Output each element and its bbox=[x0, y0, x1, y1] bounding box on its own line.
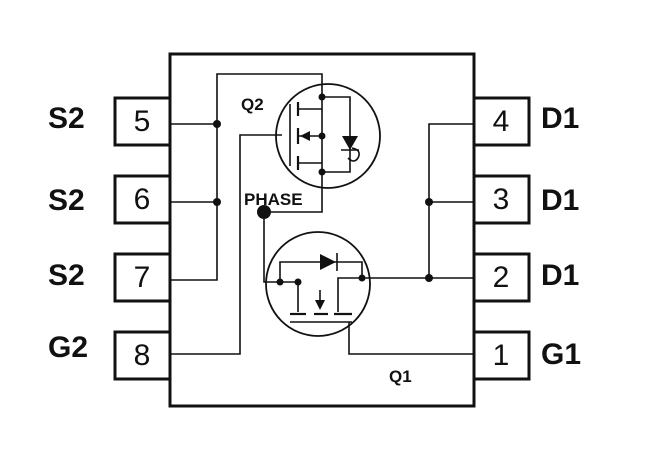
pin-number-8: 8 bbox=[134, 339, 151, 372]
pin-number-7: 7 bbox=[134, 261, 151, 294]
pin-box-4 bbox=[472, 96, 531, 147]
junction-dot bbox=[213, 120, 221, 128]
phase-label: PHASE bbox=[244, 190, 303, 209]
q1-node-dot bbox=[276, 278, 284, 286]
pin-number-5: 5 bbox=[134, 105, 151, 138]
pin-number-6: 6 bbox=[134, 183, 151, 216]
q1-node-dot bbox=[294, 278, 302, 286]
pin-number-2: 2 bbox=[493, 261, 510, 294]
pin-box-3 bbox=[472, 174, 531, 225]
pin-label-8: G2 bbox=[48, 331, 88, 364]
pin-label-1: G1 bbox=[541, 338, 581, 371]
pin-number-1: 1 bbox=[493, 339, 510, 372]
pin-label-7: S2 bbox=[48, 259, 85, 292]
q2-node-dot bbox=[318, 132, 326, 140]
pin-box-1 bbox=[472, 330, 531, 381]
phase-node-dot bbox=[257, 205, 271, 219]
pin-label-3: D1 bbox=[541, 184, 579, 217]
pin-box-8 bbox=[113, 330, 172, 381]
junction-dot bbox=[425, 274, 433, 282]
pin-label-5: S2 bbox=[48, 102, 85, 135]
q2-node-dot bbox=[318, 93, 326, 101]
pin-box-6 bbox=[113, 174, 172, 225]
q1-node-dot bbox=[358, 274, 366, 282]
q2-label: Q2 bbox=[241, 95, 264, 114]
q1-label: Q1 bbox=[389, 367, 412, 386]
q1-mosfet-symbol bbox=[265, 231, 371, 337]
pin-label-4: D1 bbox=[541, 102, 579, 135]
pin-number-4: 4 bbox=[493, 105, 510, 138]
junction-dot bbox=[425, 198, 433, 206]
junction-dot bbox=[213, 198, 221, 206]
pin-box-5 bbox=[113, 96, 172, 147]
pin-box-7 bbox=[113, 252, 172, 303]
q2-node-dot bbox=[318, 168, 326, 176]
q2-mosfet-symbol bbox=[275, 83, 381, 189]
wiring bbox=[170, 73, 474, 355]
pin-number-3: 3 bbox=[493, 183, 510, 216]
pin-label-6: S2 bbox=[48, 184, 85, 217]
pin-label-2: D1 bbox=[541, 259, 579, 292]
package-body bbox=[168, 52, 476, 408]
